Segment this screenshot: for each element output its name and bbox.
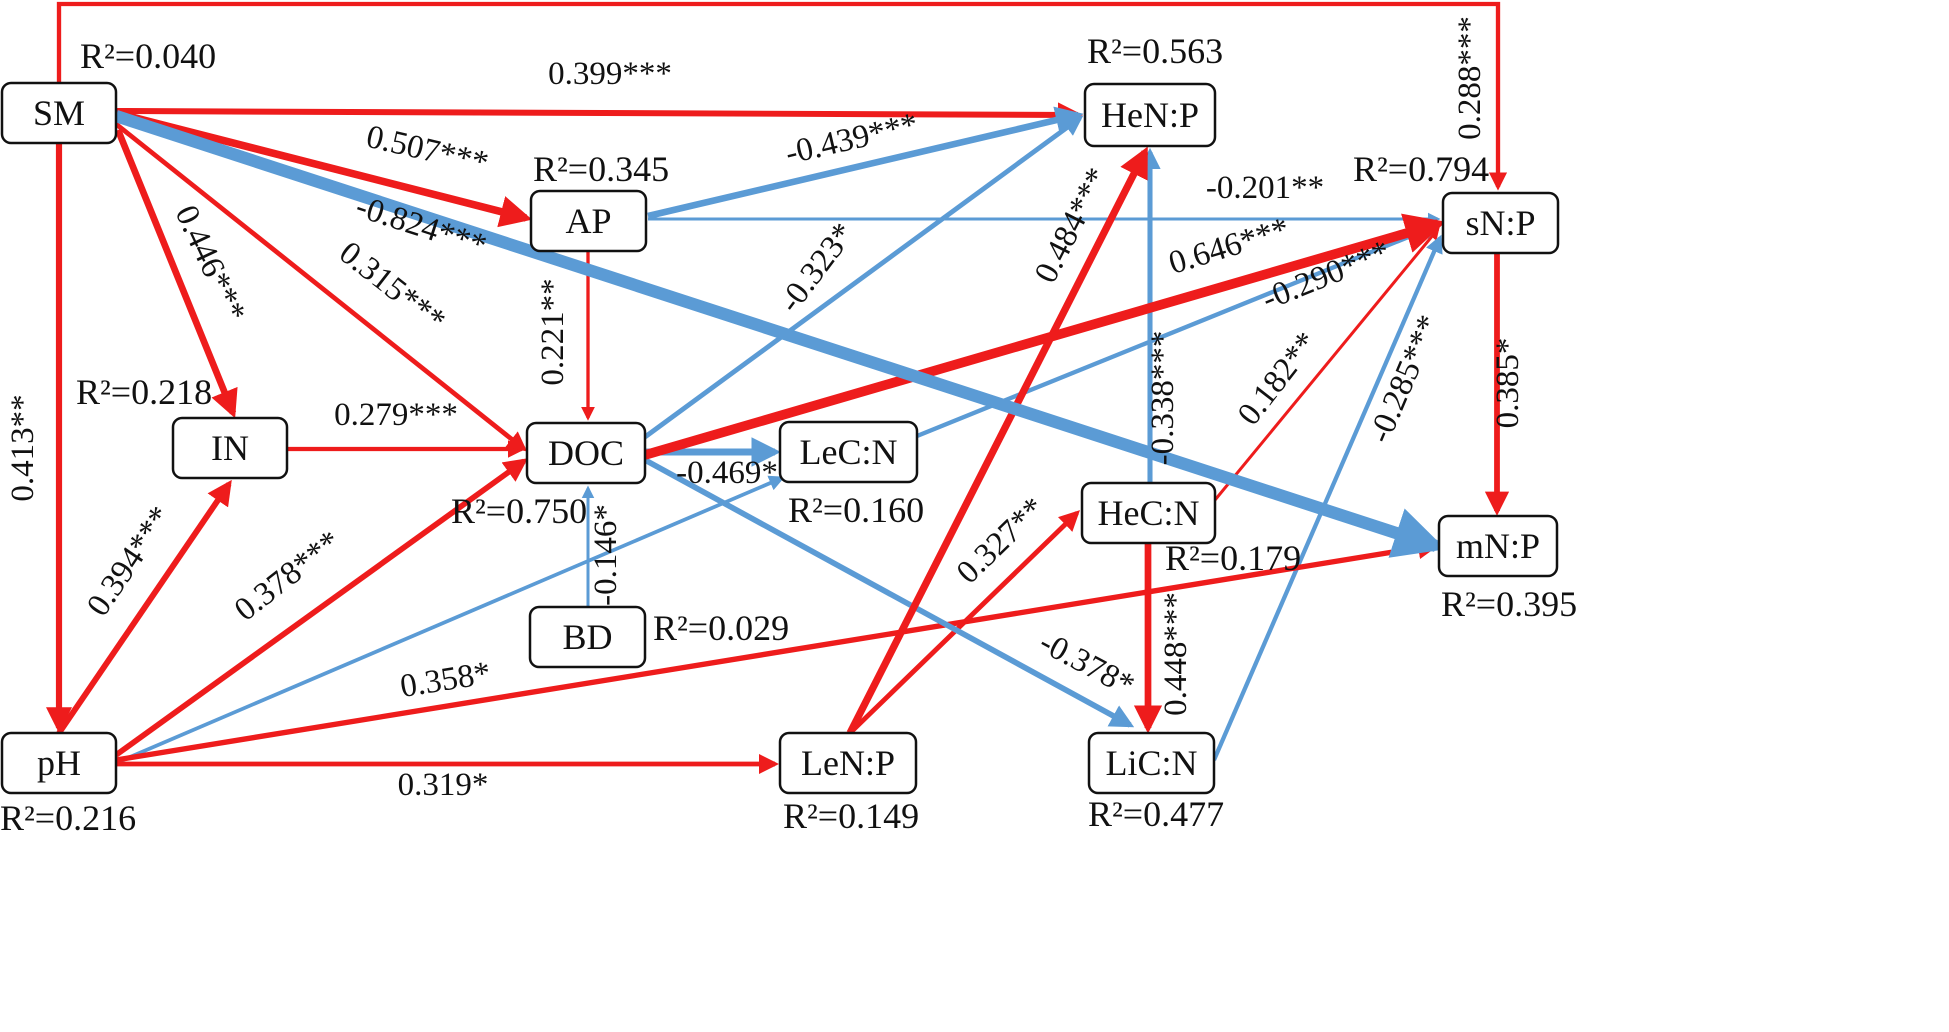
node-label-doc: DOC (548, 433, 624, 473)
path-lenp-henp (846, 146, 1149, 735)
coef-label-doc-henp: -0.323* (772, 217, 862, 320)
node-label-henp: HeN:P (1101, 95, 1199, 135)
path-doc-henp (643, 115, 1084, 439)
node-box-lenp (778, 731, 918, 795)
node-label-ph: pH (37, 743, 81, 783)
path-doc-snp (643, 213, 1446, 460)
coef-label-ph-lenp: 0.319* (398, 767, 489, 803)
r2-label-lenp: R²=0.149 (783, 796, 919, 836)
path-doc-licn (643, 457, 1135, 728)
path-ph-in (56, 479, 232, 735)
coef-label-hecn-henp: -0.338*** (1145, 331, 1181, 466)
r2-label-hecn: R²=0.179 (1165, 538, 1301, 578)
node-box-snp (1441, 191, 1560, 255)
node-label-hecn: HeC:N (1098, 493, 1200, 533)
coef-label-ph-mnp: 0.358* (398, 655, 493, 705)
node-label-lenp: LeN:P (801, 743, 895, 783)
coef-label-lenp-henp: 0.484*** (1028, 162, 1116, 289)
node-box-bd (528, 605, 647, 669)
coef-label-ap-snp: -0.201** (1206, 170, 1324, 206)
coef-label-sm-ph: 0.413** (5, 394, 41, 501)
coef-label-hecn-snp: 0.182** (1231, 326, 1325, 433)
r2-label-ap: R²=0.345 (533, 149, 669, 189)
node-label-in: IN (211, 428, 249, 468)
path-sm-snp (56, 1, 1508, 191)
r2-label-ph: R²=0.216 (0, 798, 136, 838)
r2-label-doc: R²=0.750 (451, 491, 587, 531)
path-ap-henp (647, 106, 1084, 220)
node-box-doc (525, 421, 647, 485)
path-sm-ap (115, 109, 533, 228)
r2-label-snp: R²=0.794 (1353, 149, 1489, 189)
coef-label-ph-doc: 0.378*** (228, 524, 348, 629)
node-label-snp: sN:P (1465, 203, 1535, 243)
coef-label-ap-doc: 0.221** (535, 278, 571, 385)
coef-label-doc-lecn: -0.469* (676, 455, 778, 491)
path-licn-snp (1212, 234, 1443, 761)
coef-label-sm-ap: 0.507*** (363, 119, 492, 182)
path-sm-doc (114, 122, 528, 452)
coef-label-sm-snp: 0.288*** (1452, 16, 1488, 140)
coef-label-sm-in: 0.446*** (168, 200, 253, 327)
r2-label-licn: R²=0.477 (1088, 794, 1224, 834)
coef-label-ph-in: 0.394*** (80, 500, 179, 623)
node-box-licn (1087, 731, 1216, 795)
coef-label-hecn-licn: 0.448*** (1158, 592, 1194, 716)
path-sm-henp (115, 102, 1084, 128)
path-arrows (46, 1, 1510, 775)
coef-label-sm-henp: 0.399*** (548, 56, 672, 92)
coef-label-bd-doc: -0.146* (588, 504, 624, 606)
coef-label-sm-doc: 0.315*** (332, 235, 452, 340)
node-label-sm: SM (33, 93, 85, 133)
coef-label-in-doc: 0.279*** (334, 397, 458, 433)
coef-label-snp-mnp: 0.385* (1490, 338, 1526, 429)
r2-label-bd: R²=0.029 (653, 608, 789, 648)
node-box-ap (529, 189, 648, 253)
r2-label-lecn: R²=0.160 (788, 490, 924, 530)
coef-label-doc-licn: -0.378* (1033, 624, 1140, 704)
node-box-sm (0, 81, 118, 145)
node-box-in (171, 416, 289, 480)
node-box-henp (1083, 82, 1217, 148)
node-box-lecn (778, 420, 919, 484)
path-ph-mnp (115, 536, 1441, 763)
coef-label-licn-snp: -0.285*** (1362, 310, 1448, 448)
node-label-lecn: LeC:N (800, 432, 898, 472)
node-box-mnp (1437, 514, 1559, 578)
path-hecn-snp (1213, 227, 1440, 501)
path-sm-in (114, 128, 238, 419)
node-label-licn: LiC:N (1105, 743, 1197, 783)
r2-label-in: R²=0.218 (76, 372, 212, 412)
node-label-ap: AP (565, 201, 611, 241)
path-ph-lecn (115, 475, 785, 765)
node-box-hecn (1080, 481, 1217, 545)
node-label-mnp: mN:P (1456, 526, 1540, 566)
r2-label-mnp: R²=0.395 (1441, 584, 1577, 624)
node-label-bd: BD (562, 617, 612, 657)
path-sm-mnp (114, 110, 1446, 558)
r2-label-sm: R²=0.040 (80, 36, 216, 76)
path-ph-doc (114, 458, 528, 758)
node-box-ph (0, 731, 118, 795)
r2-label-henp: R²=0.563 (1087, 31, 1223, 71)
